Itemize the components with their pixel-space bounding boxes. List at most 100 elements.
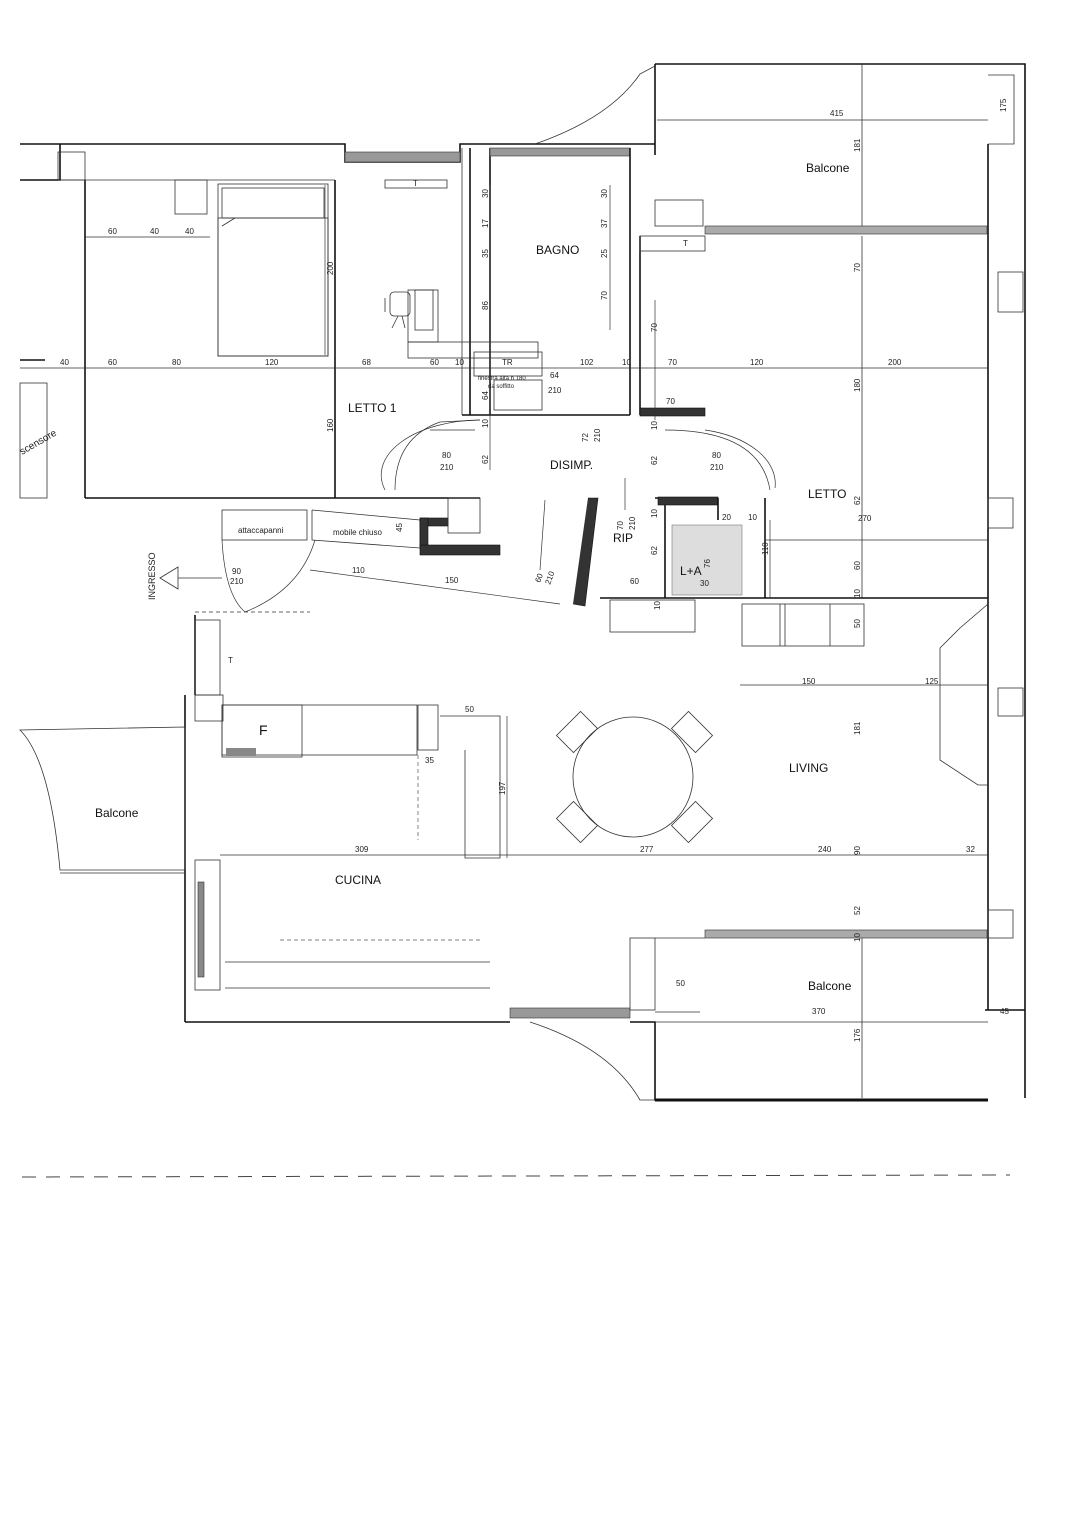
dim-living-h-1: 125 — [925, 677, 939, 686]
t-label-ent: T — [228, 656, 233, 665]
dim-bal-bottom-50: 50 — [676, 979, 685, 988]
dim-bottom-2: 240 — [818, 845, 832, 854]
t-label-bal: T — [683, 239, 688, 248]
dim-rip-0: 10 — [650, 421, 659, 430]
door-bagno-h: 210 — [548, 386, 562, 395]
bottom-row-dims: 309 277 240 90 32 — [355, 845, 975, 855]
dim-rip-5: 10 — [748, 513, 757, 522]
cut-line — [21, 1174, 1011, 1178]
entrance-arrow — [159, 566, 179, 590]
dim-bottom-3: 90 — [853, 846, 862, 855]
dim-letto1-v2: 160 — [326, 418, 335, 432]
label-rip: RIP — [613, 531, 633, 545]
label-ascensore: scensore — [18, 428, 59, 458]
dim-cucina-v-1: 10 — [853, 933, 862, 942]
dim-rip-9: 76 — [703, 559, 712, 568]
disimp-v-dims: 64 10 62 — [481, 391, 490, 464]
dim-living-v-1: 50 — [853, 619, 862, 628]
dim-rip-2: 10 — [650, 509, 659, 518]
dim-top-3: 120 — [265, 358, 279, 367]
dim-top-7: 102 — [580, 358, 594, 367]
label-attaccapanni: attaccapanni — [238, 526, 284, 535]
dim-kitchen-0: 50 — [465, 705, 474, 714]
dining-table — [555, 710, 714, 844]
bagno-note-2: da soffitto — [488, 384, 515, 390]
dim-disimp-v-0: 64 — [481, 391, 490, 400]
dim-bal-bottom-v: 176 — [853, 1028, 862, 1042]
dim-bagno-side: 70 — [650, 323, 659, 332]
dim-bagno-v2-1: 37 — [600, 219, 609, 228]
dim-rip-7: 60 — [630, 577, 639, 586]
dim-bagno-v2-3: 70 — [600, 291, 609, 300]
dim-top-0: 40 — [60, 358, 69, 367]
dim-top-1: 60 — [108, 358, 117, 367]
dim-living-v-0: 181 — [853, 721, 862, 735]
dim-top-11: 200 — [888, 358, 902, 367]
dim-cucina-v-0: 52 — [853, 906, 862, 915]
dim-top-8: 10 — [622, 358, 631, 367]
dim-bal-bottom-side: 45 — [1000, 1007, 1009, 1016]
door-disimp-h: 210 — [593, 428, 602, 442]
door-letto-w: 80 — [712, 451, 721, 460]
dim-rip-3: 62 — [650, 546, 659, 555]
door-rip-w: 70 — [616, 521, 625, 530]
door-letto1-w: 80 — [442, 451, 451, 460]
dim-bottom-1: 277 — [640, 845, 654, 854]
door-rip-h: 210 — [628, 516, 637, 530]
dim-rip-8: 10 — [653, 601, 662, 610]
door-ingresso-h: 210 — [230, 577, 244, 586]
dim-letto-w: 270 — [858, 514, 872, 523]
dim-rip-1: 62 — [650, 456, 659, 465]
dim-disimp-v-1: 10 — [481, 419, 490, 428]
tr-label: TR — [502, 358, 513, 367]
dim-letto-v-3: 60 — [853, 561, 862, 570]
label-balcone-bottom: Balcone — [808, 979, 852, 993]
dim-top-4: 68 — [362, 358, 371, 367]
label-mobile-chiuso: mobile chiuso — [333, 528, 382, 537]
dim-top-9: 70 — [668, 358, 677, 367]
dim-bottom-4: 32 — [966, 845, 975, 854]
bagno-note-1: finestra alta h 180 — [478, 376, 526, 382]
dim-letto-v-2: 62 — [853, 496, 862, 505]
door-ingresso-w: 90 — [232, 567, 241, 576]
dim-bal-top-w: 415 — [830, 109, 844, 118]
bagno-v-dims: 30 17 35 86 30 37 25 70 — [481, 189, 609, 310]
door-letto-h: 210 — [710, 463, 724, 472]
door-swings — [195, 419, 776, 613]
dim-kitchen-1: 35 — [425, 756, 434, 765]
dim-bagno-v-0: 30 — [481, 189, 490, 198]
door-bagno-w: 64 — [550, 371, 559, 380]
t-label-desk: T — [413, 179, 418, 188]
label-fridge: F — [259, 722, 268, 738]
dim-bed-0: 60 — [108, 227, 117, 236]
mobile-dims: 110 150 45 — [352, 523, 459, 585]
label-letto1: LETTO 1 — [348, 401, 397, 415]
dim-living-h-0: 150 — [802, 677, 816, 686]
door-disimp-w: 72 — [581, 433, 590, 442]
dim-letto1-v: 200 — [326, 261, 335, 275]
rip-dims: 70 10 62 10 62 20 10 110 60 10 76 30 — [630, 397, 770, 610]
label-ingresso: INGRESSO — [147, 552, 157, 600]
dim-bagno-v-1: 17 — [481, 219, 490, 228]
dim-letto-v-4: 10 — [853, 589, 862, 598]
dim-mobile-0: 110 — [352, 566, 365, 575]
dim-bagno-v-3: 86 — [481, 301, 490, 310]
letto-v-dims: 70 180 62 60 10 — [853, 263, 862, 598]
door-small-h: 210 — [543, 570, 556, 586]
dim-letto-v-0: 70 — [853, 263, 862, 272]
dim-bagno-v-2: 35 — [481, 249, 490, 258]
dimension-lines — [20, 119, 988, 1023]
dim-bagno-v2-2: 25 — [600, 249, 609, 258]
dim-bed-1: 40 — [150, 227, 159, 236]
dim-top-5: 60 — [430, 358, 439, 367]
label-letto: LETTO — [808, 487, 846, 501]
label-bagno: BAGNO — [536, 243, 579, 257]
dim-disimp-v-2: 62 — [481, 455, 490, 464]
label-balcone-top: Balcone — [806, 161, 850, 175]
dim-rip-10: 30 — [700, 579, 709, 588]
label-living: LIVING — [789, 761, 828, 775]
dim-rip-6: 110 — [761, 542, 770, 555]
desk-chair — [384, 291, 411, 329]
dim-bottom-0: 309 — [355, 845, 369, 854]
